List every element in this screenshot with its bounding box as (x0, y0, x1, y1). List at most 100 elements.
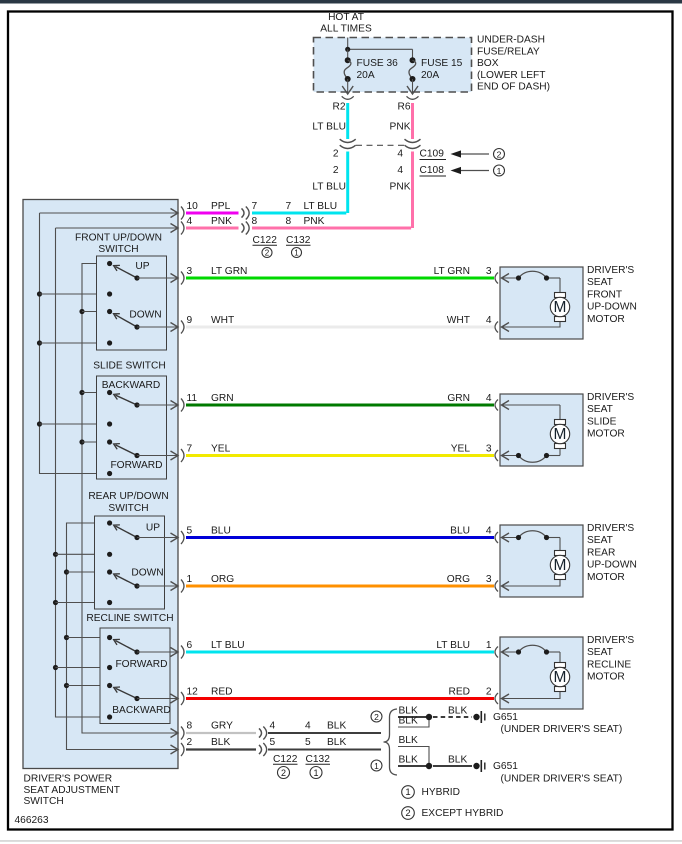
svg-text:HYBRID: HYBRID (422, 787, 461, 798)
svg-text:M: M (554, 557, 567, 574)
svg-text:LT BLU: LT BLU (436, 640, 470, 651)
svg-text:PNK: PNK (390, 122, 411, 133)
svg-text:DOWN: DOWN (131, 568, 163, 579)
svg-text:G651: G651 (493, 712, 518, 723)
svg-text:1: 1 (294, 249, 299, 258)
svg-text:HOT AT: HOT AT (328, 12, 364, 23)
svg-text:ORG: ORG (211, 574, 234, 585)
svg-text:UP: UP (146, 523, 160, 534)
svg-text:SWITCH: SWITCH (108, 503, 148, 514)
svg-text:MOTOR: MOTOR (587, 672, 625, 683)
svg-text:(UNDER DRIVER'S SEAT): (UNDER DRIVER'S SEAT) (501, 724, 623, 735)
svg-text:3: 3 (187, 266, 193, 277)
svg-text:UP-DOWN: UP-DOWN (587, 302, 637, 313)
svg-text:1: 1 (486, 640, 492, 651)
svg-text:SWITCH: SWITCH (98, 244, 138, 255)
svg-text:2: 2 (374, 712, 379, 722)
svg-text:MOTOR: MOTOR (587, 429, 625, 440)
svg-text:5: 5 (187, 526, 193, 537)
svg-text:SEAT: SEAT (587, 647, 613, 658)
svg-text:ORG: ORG (447, 574, 470, 585)
svg-text:2: 2 (265, 249, 270, 258)
svg-text:FORWARD: FORWARD (110, 460, 162, 471)
svg-text:WHT: WHT (447, 315, 470, 326)
svg-text:4: 4 (486, 315, 492, 326)
svg-text:1: 1 (313, 768, 318, 778)
svg-text:SWITCH: SWITCH (24, 796, 64, 807)
svg-text:2: 2 (486, 687, 492, 698)
svg-text:SEAT: SEAT (587, 535, 613, 546)
svg-text:DRIVER'S: DRIVER'S (587, 265, 634, 276)
svg-text:PNK: PNK (304, 216, 325, 227)
svg-text:R2: R2 (332, 102, 345, 113)
svg-text:6: 6 (187, 640, 193, 651)
svg-text:FRONT UP/DOWN: FRONT UP/DOWN (75, 233, 162, 244)
svg-text:FUSE 36: FUSE 36 (357, 58, 399, 69)
svg-text:7: 7 (286, 201, 292, 212)
svg-text:(UNDER DRIVER'S SEAT): (UNDER DRIVER'S SEAT) (501, 774, 623, 785)
svg-text:BLK: BLK (448, 755, 467, 766)
svg-text:SLIDE SWITCH: SLIDE SWITCH (93, 361, 165, 372)
svg-text:REAR UP/DOWN: REAR UP/DOWN (88, 491, 168, 502)
svg-text:BLU: BLU (450, 526, 470, 537)
svg-text:LT GRN: LT GRN (211, 266, 247, 277)
svg-text:FORWARD: FORWARD (115, 659, 167, 670)
svg-text:R6: R6 (397, 102, 410, 113)
svg-text:UP-DOWN: UP-DOWN (587, 560, 637, 571)
svg-text:4: 4 (486, 526, 492, 537)
svg-text:RED: RED (211, 687, 233, 698)
svg-text:C132: C132 (286, 235, 311, 246)
svg-text:REAR: REAR (587, 547, 615, 558)
svg-text:C108: C108 (420, 165, 445, 176)
svg-text:LT BLU: LT BLU (211, 640, 245, 651)
svg-text:DOWN: DOWN (129, 310, 161, 321)
svg-text:DRIVER'S: DRIVER'S (587, 635, 634, 646)
svg-text:1: 1 (374, 761, 379, 771)
svg-text:BOX: BOX (477, 58, 499, 69)
svg-text:8: 8 (286, 216, 292, 227)
svg-text:FUSE 15: FUSE 15 (421, 58, 463, 69)
svg-text:LT GRN: LT GRN (434, 266, 470, 277)
svg-text:20A: 20A (357, 70, 375, 81)
svg-text:9: 9 (187, 315, 193, 326)
svg-text:GRN: GRN (211, 393, 234, 404)
svg-text:BLK: BLK (327, 721, 346, 732)
svg-text:2: 2 (187, 737, 193, 748)
svg-text:3: 3 (486, 444, 492, 455)
svg-text:DRIVER'S: DRIVER'S (587, 392, 634, 403)
svg-text:RED: RED (448, 687, 470, 698)
svg-text:20A: 20A (421, 70, 439, 81)
svg-text:4: 4 (486, 393, 492, 404)
svg-text:WHT: WHT (211, 315, 234, 326)
svg-text:7: 7 (252, 201, 258, 212)
svg-text:BLK: BLK (399, 716, 418, 727)
svg-text:4: 4 (397, 149, 403, 160)
svg-text:2: 2 (333, 165, 339, 176)
svg-text:BLK: BLK (399, 735, 418, 746)
svg-text:1: 1 (405, 787, 410, 798)
svg-text:C122: C122 (253, 235, 278, 246)
svg-text:UP: UP (135, 261, 149, 272)
svg-text:BLK: BLK (448, 706, 467, 717)
svg-text:C122: C122 (273, 754, 298, 765)
svg-text:2: 2 (281, 768, 286, 778)
svg-text:4: 4 (397, 165, 403, 176)
svg-text:LT BLU: LT BLU (304, 201, 338, 212)
svg-text:UNDER-DASH: UNDER-DASH (477, 35, 545, 46)
svg-text:3: 3 (486, 574, 492, 585)
svg-text:G651: G651 (493, 761, 518, 772)
svg-text:12: 12 (187, 687, 199, 698)
svg-text:PNK: PNK (211, 216, 232, 227)
svg-text:EXCEPT HYBRID: EXCEPT HYBRID (422, 808, 504, 819)
svg-text:BACKWARD: BACKWARD (102, 380, 161, 391)
svg-text:FRONT: FRONT (587, 289, 622, 300)
svg-text:RECLINE SWITCH: RECLINE SWITCH (86, 613, 173, 624)
svg-text:(LOWER LEFT: (LOWER LEFT (477, 70, 546, 81)
svg-text:3: 3 (486, 266, 492, 277)
svg-text:2: 2 (405, 808, 410, 819)
svg-text:1: 1 (187, 574, 193, 585)
svg-text:PPL: PPL (211, 201, 231, 212)
svg-text:466263: 466263 (15, 815, 49, 826)
svg-text:1: 1 (497, 166, 502, 176)
svg-text:ALL TIMES: ALL TIMES (320, 24, 372, 35)
